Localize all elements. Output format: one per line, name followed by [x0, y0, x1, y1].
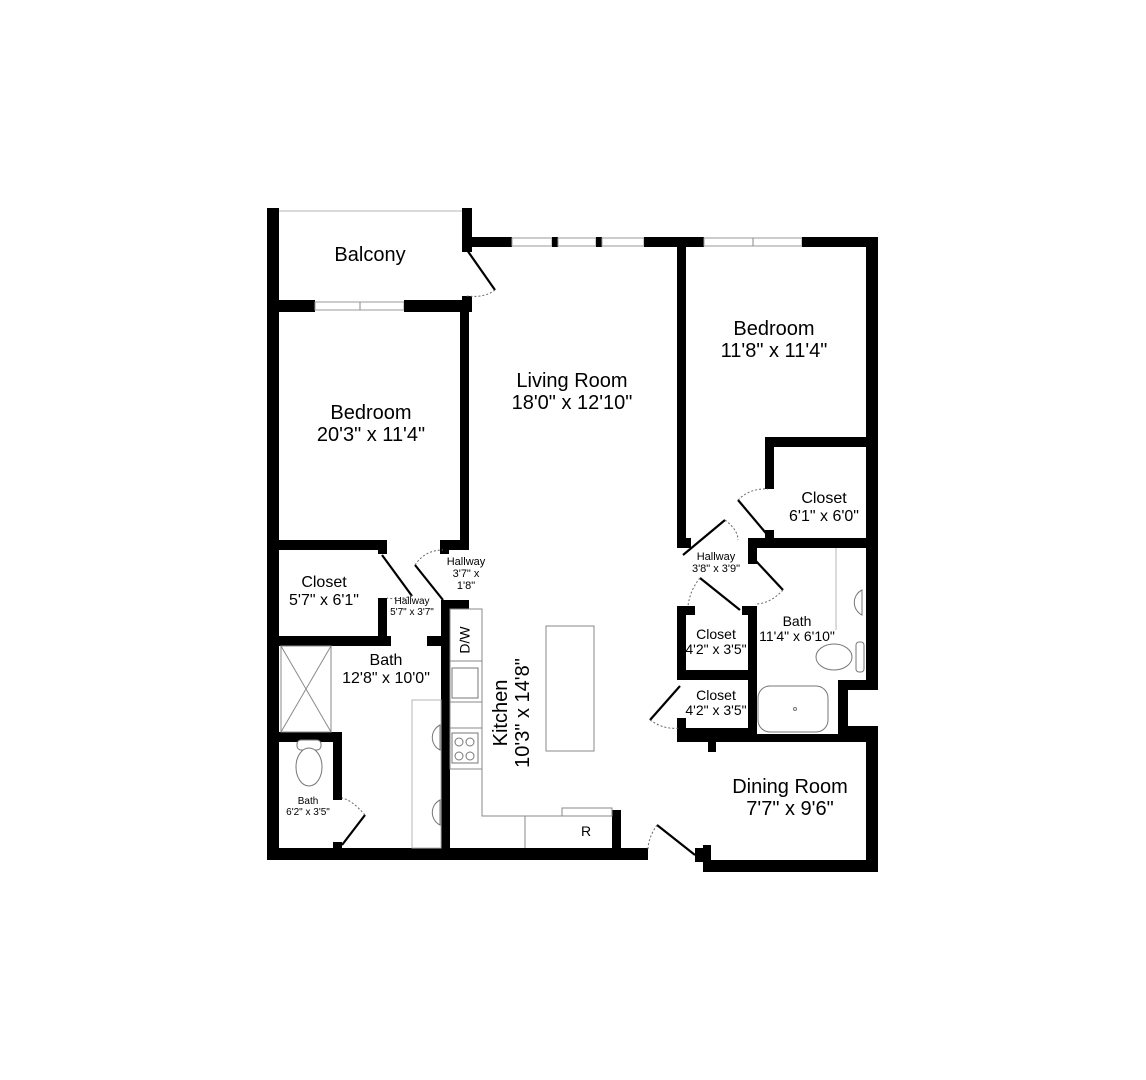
fixtures	[280, 548, 865, 849]
dishwasher-label: D/W	[456, 626, 473, 654]
room-label-closet-right: Closet 6'1" x 6'0"	[789, 490, 859, 525]
room-label-bath-right: Bath 11'4" x 6'10"	[759, 613, 835, 645]
room-label-bedroom-left: Bedroom 20'3" x 11'4"	[317, 402, 425, 446]
room-dims: 4'2" x 3'5"	[685, 702, 747, 719]
room-name: Hallway	[394, 596, 430, 607]
room-name: Bedroom	[330, 402, 412, 424]
room-label-hallway-center: Hallway 3'7" x 1'8"	[447, 556, 486, 592]
room-name: Bath	[297, 796, 319, 807]
room-name: Bedroom	[733, 318, 815, 340]
room-name: Dining Room	[732, 776, 848, 798]
room-dims: 5'7" x 6'1"	[289, 591, 359, 609]
room-name: Hallway	[696, 551, 736, 563]
room-name: Closet	[801, 490, 847, 507]
room-name: Bath	[369, 652, 403, 669]
outer-walls	[267, 208, 878, 872]
room-label-bath-small: Bath 6'2" x 3'5"	[286, 796, 330, 818]
refrigerator-label: R	[580, 823, 592, 839]
room-dims: 11'8" x 11'4"	[720, 340, 828, 362]
room-dims: 3'8" x 3'9"	[691, 563, 741, 576]
room-label-bath-left: Bath 12'8" x 10'0"	[342, 652, 430, 687]
room-label-kitchen: Kitchen 10'3" x 14'8"	[490, 658, 534, 768]
room-dims: 4'2" x 3'5"	[685, 641, 747, 658]
room-name: Kitchen	[490, 679, 512, 747]
room-label-closet-left: Closet 5'7" x 6'1"	[289, 574, 359, 609]
room-label-balcony: Balcony	[334, 244, 405, 266]
room-label-living-room: Living Room 18'0" x 12'10"	[512, 370, 633, 414]
room-dims: 10'3" x 14'8"	[512, 658, 534, 768]
interior-walls	[279, 247, 878, 860]
dishwasher-text: D/W	[456, 626, 473, 654]
room-name: Hallway	[446, 556, 486, 568]
room-label-closet-mid-2: Closet 4'2" x 3'5"	[685, 687, 747, 719]
room-dims: 5'7" x 3'7"	[390, 607, 434, 618]
room-label-dining-room: Dining Room 7'7" x 9'6"	[732, 776, 848, 820]
room-name: Closet	[696, 687, 736, 703]
room-dims: 6'2" x 3'5"	[286, 807, 330, 818]
room-label-hallway-left: Hallway 5'7" x 3'7"	[390, 596, 434, 618]
room-dims: 12'8" x 10'0"	[342, 669, 430, 687]
room-dims: 11'4" x 6'10"	[759, 628, 835, 645]
room-dims-line1: 3'7" x	[452, 568, 480, 581]
room-label-hallway-right: Hallway 3'8" x 3'9"	[692, 551, 740, 575]
room-name: Balcony	[334, 244, 406, 266]
room-label-bedroom-right: Bedroom 11'8" x 11'4"	[721, 318, 828, 362]
room-dims: 18'0" x 12'10"	[511, 392, 633, 414]
room-name: Closet	[301, 574, 347, 591]
room-label-closet-mid-1: Closet 4'2" x 3'5"	[685, 626, 747, 658]
refrigerator-text: R	[580, 823, 592, 839]
room-name: Living Room	[516, 370, 628, 392]
room-name: Bath	[782, 613, 812, 629]
room-dims: 7'7" x 9'6"	[746, 798, 834, 820]
room-dims: 20'3" x 11'4"	[316, 424, 426, 446]
room-name: Closet	[696, 626, 736, 642]
doors	[341, 249, 784, 856]
room-dims: 6'1" x 6'0"	[789, 507, 859, 525]
room-dims-line2: 1'8"	[456, 580, 476, 593]
